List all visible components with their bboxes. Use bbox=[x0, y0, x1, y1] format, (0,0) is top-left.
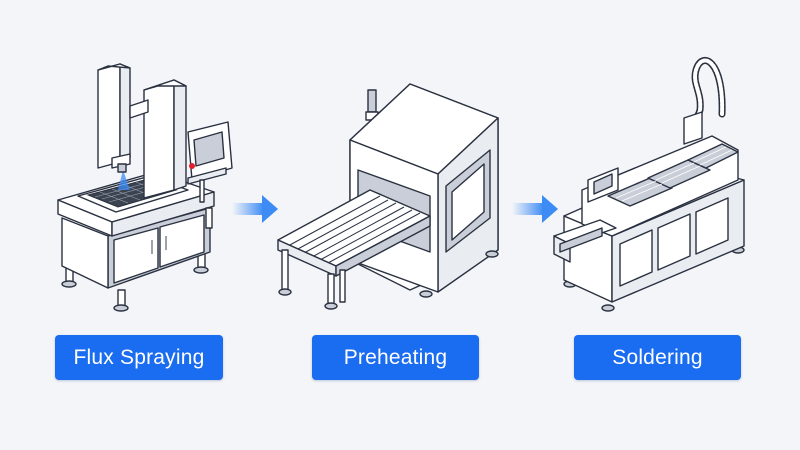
flux-spraying-machine-icon bbox=[48, 40, 258, 315]
right-arrow-icon bbox=[512, 192, 560, 226]
step-label-flux-spraying: Flux Spraying bbox=[55, 335, 223, 380]
step-label-preheating: Preheating bbox=[312, 335, 479, 380]
step-label-soldering: Soldering bbox=[574, 335, 741, 380]
preheating-oven-conveyor-icon bbox=[270, 40, 510, 315]
right-arrow-icon bbox=[232, 192, 280, 226]
soldering-station-icon bbox=[552, 40, 762, 315]
